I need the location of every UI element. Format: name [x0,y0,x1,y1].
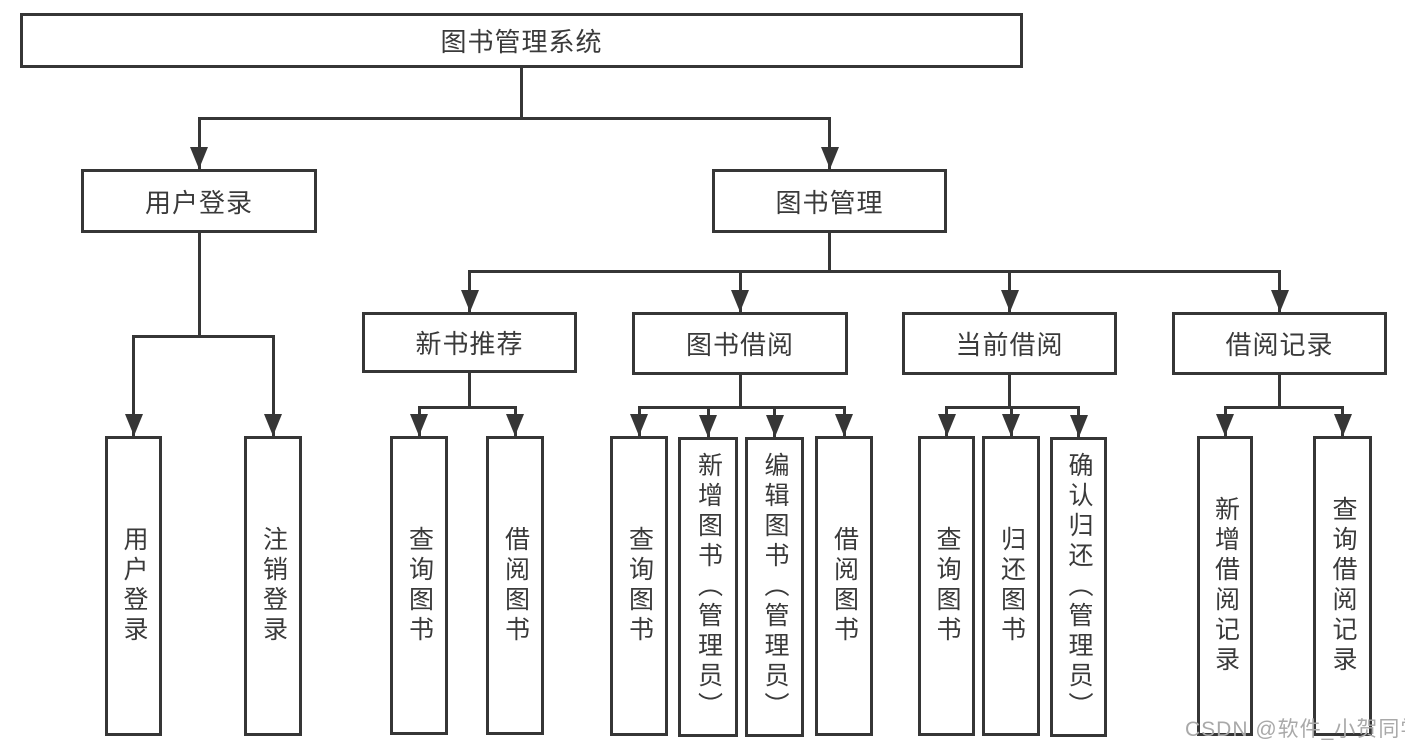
node-label: 新书推荐 [415,329,524,359]
node-label: 查询图书 [625,526,654,646]
node-label: 查询图书 [405,525,434,646]
connector-line [197,118,201,169]
node-label: 编辑图书（管理员） [761,452,789,722]
node-label: 新增图书（管理员） [694,452,723,722]
node-label: 用户登录 [120,526,148,646]
node-borrow-book-1: 借阅图书 [486,436,544,735]
node-label: 归还图书 [997,526,1026,646]
connector-line [468,269,1281,273]
node-label: 注销登录 [259,526,288,646]
connector-line [197,233,201,336]
connector-line [132,336,135,436]
node-label: 查询借阅记录 [1329,496,1357,676]
node-label: 图书借阅 [685,330,794,360]
node-query-book-3: 查询图书 [918,436,975,736]
arrow-down-icon [124,414,143,436]
node-label: 当前借阅 [955,330,1064,360]
arrow-down-icon [765,415,784,437]
node-confirm-return: 确认归还（管理员） [1050,437,1107,737]
node-borrow-records: 借阅记录 [1172,312,1387,375]
arrow-down-icon [1000,290,1019,312]
connector-line [738,375,742,407]
node-label: 借阅记录 [1225,330,1334,360]
node-borrow-book-2: 借阅图书 [815,436,873,736]
connector-line [520,68,523,118]
node-label: 图书管理系统 [440,27,603,57]
connector-line [828,233,831,271]
connector-line [1223,405,1344,409]
arrow-down-icon [264,414,282,436]
node-current-borrow: 当前借阅 [902,312,1117,375]
node-edit-book: 编辑图书（管理员） [745,437,804,737]
node-label: 借阅图书 [501,525,530,646]
arrow-down-icon [460,290,479,312]
node-label: 新增借阅记录 [1211,496,1240,676]
arrow-down-icon [1216,414,1234,436]
node-label: 确认归还（管理员） [1065,452,1093,722]
connector-line [828,118,831,169]
connector-line [1008,375,1011,407]
arrow-down-icon [1069,415,1088,437]
arrow-down-icon [630,414,648,436]
node-label: 用户登录 [144,187,253,218]
node-add-book: 新增图书（管理员） [678,437,738,737]
arrow-down-icon [937,414,956,436]
arrow-down-icon [1002,414,1020,436]
connector-line [945,405,1080,409]
arrow-down-icon [410,414,428,436]
node-login: 用户登录 [105,436,162,736]
node-label: 查询图书 [933,526,961,646]
arrow-down-icon [1270,290,1289,312]
node-book-management: 图书管理 [712,169,947,233]
node-add-borrow-record: 新增借阅记录 [1197,436,1253,736]
node-query-book-1: 查询图书 [390,436,448,735]
connector-line [468,373,471,407]
node-system: 图书管理系统 [20,13,1023,68]
node-query-book-2: 查询图书 [610,436,668,736]
connector-line [132,334,275,338]
arrow-down-icon [820,147,839,169]
node-book-borrow: 图书借阅 [632,312,848,375]
node-return-book: 归还图书 [982,436,1040,736]
connector-line [197,116,831,120]
connector-line [1278,375,1281,407]
arrow-down-icon [699,415,717,437]
arrow-down-icon [506,414,524,436]
connector-line [637,405,846,409]
watermark: CSDN @软件_小贺同学 [1185,718,1405,741]
arrow-down-icon [835,414,853,436]
node-label: 图书管理 [775,187,884,218]
connector-line [271,336,275,436]
node-new-book-recommend: 新书推荐 [362,312,577,373]
connector-line [417,405,517,409]
node-logout: 注销登录 [244,436,302,736]
arrow-down-icon [190,147,208,169]
node-label: 借阅图书 [830,526,859,646]
node-query-borrow-record: 查询借阅记录 [1313,436,1372,736]
node-user-login: 用户登录 [81,169,317,233]
arrow-down-icon [731,290,749,312]
arrow-down-icon [1333,414,1352,436]
